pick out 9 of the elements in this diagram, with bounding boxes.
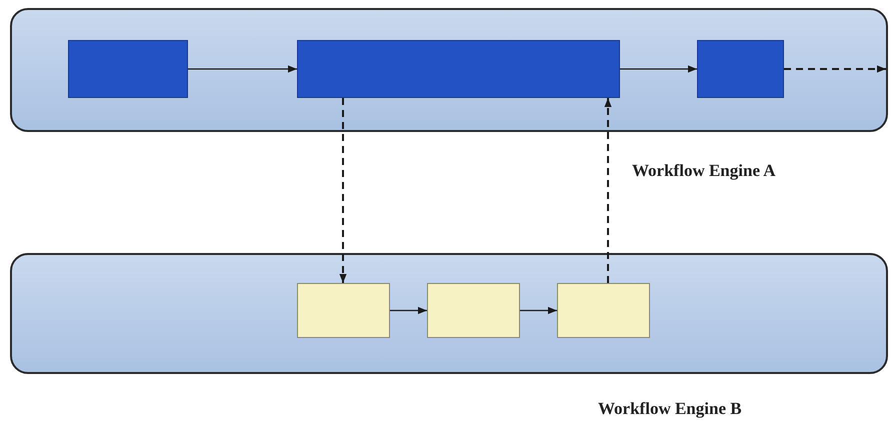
panel-title: Workflow Engine B <box>598 398 742 420</box>
arrow <box>520 306 557 314</box>
arrow <box>784 65 886 73</box>
arrow <box>339 98 347 283</box>
arrow <box>604 98 612 283</box>
arrow <box>390 306 427 314</box>
panel-title: Workflow Engine A <box>632 160 776 182</box>
arrow <box>620 65 697 73</box>
arrow <box>188 65 297 73</box>
